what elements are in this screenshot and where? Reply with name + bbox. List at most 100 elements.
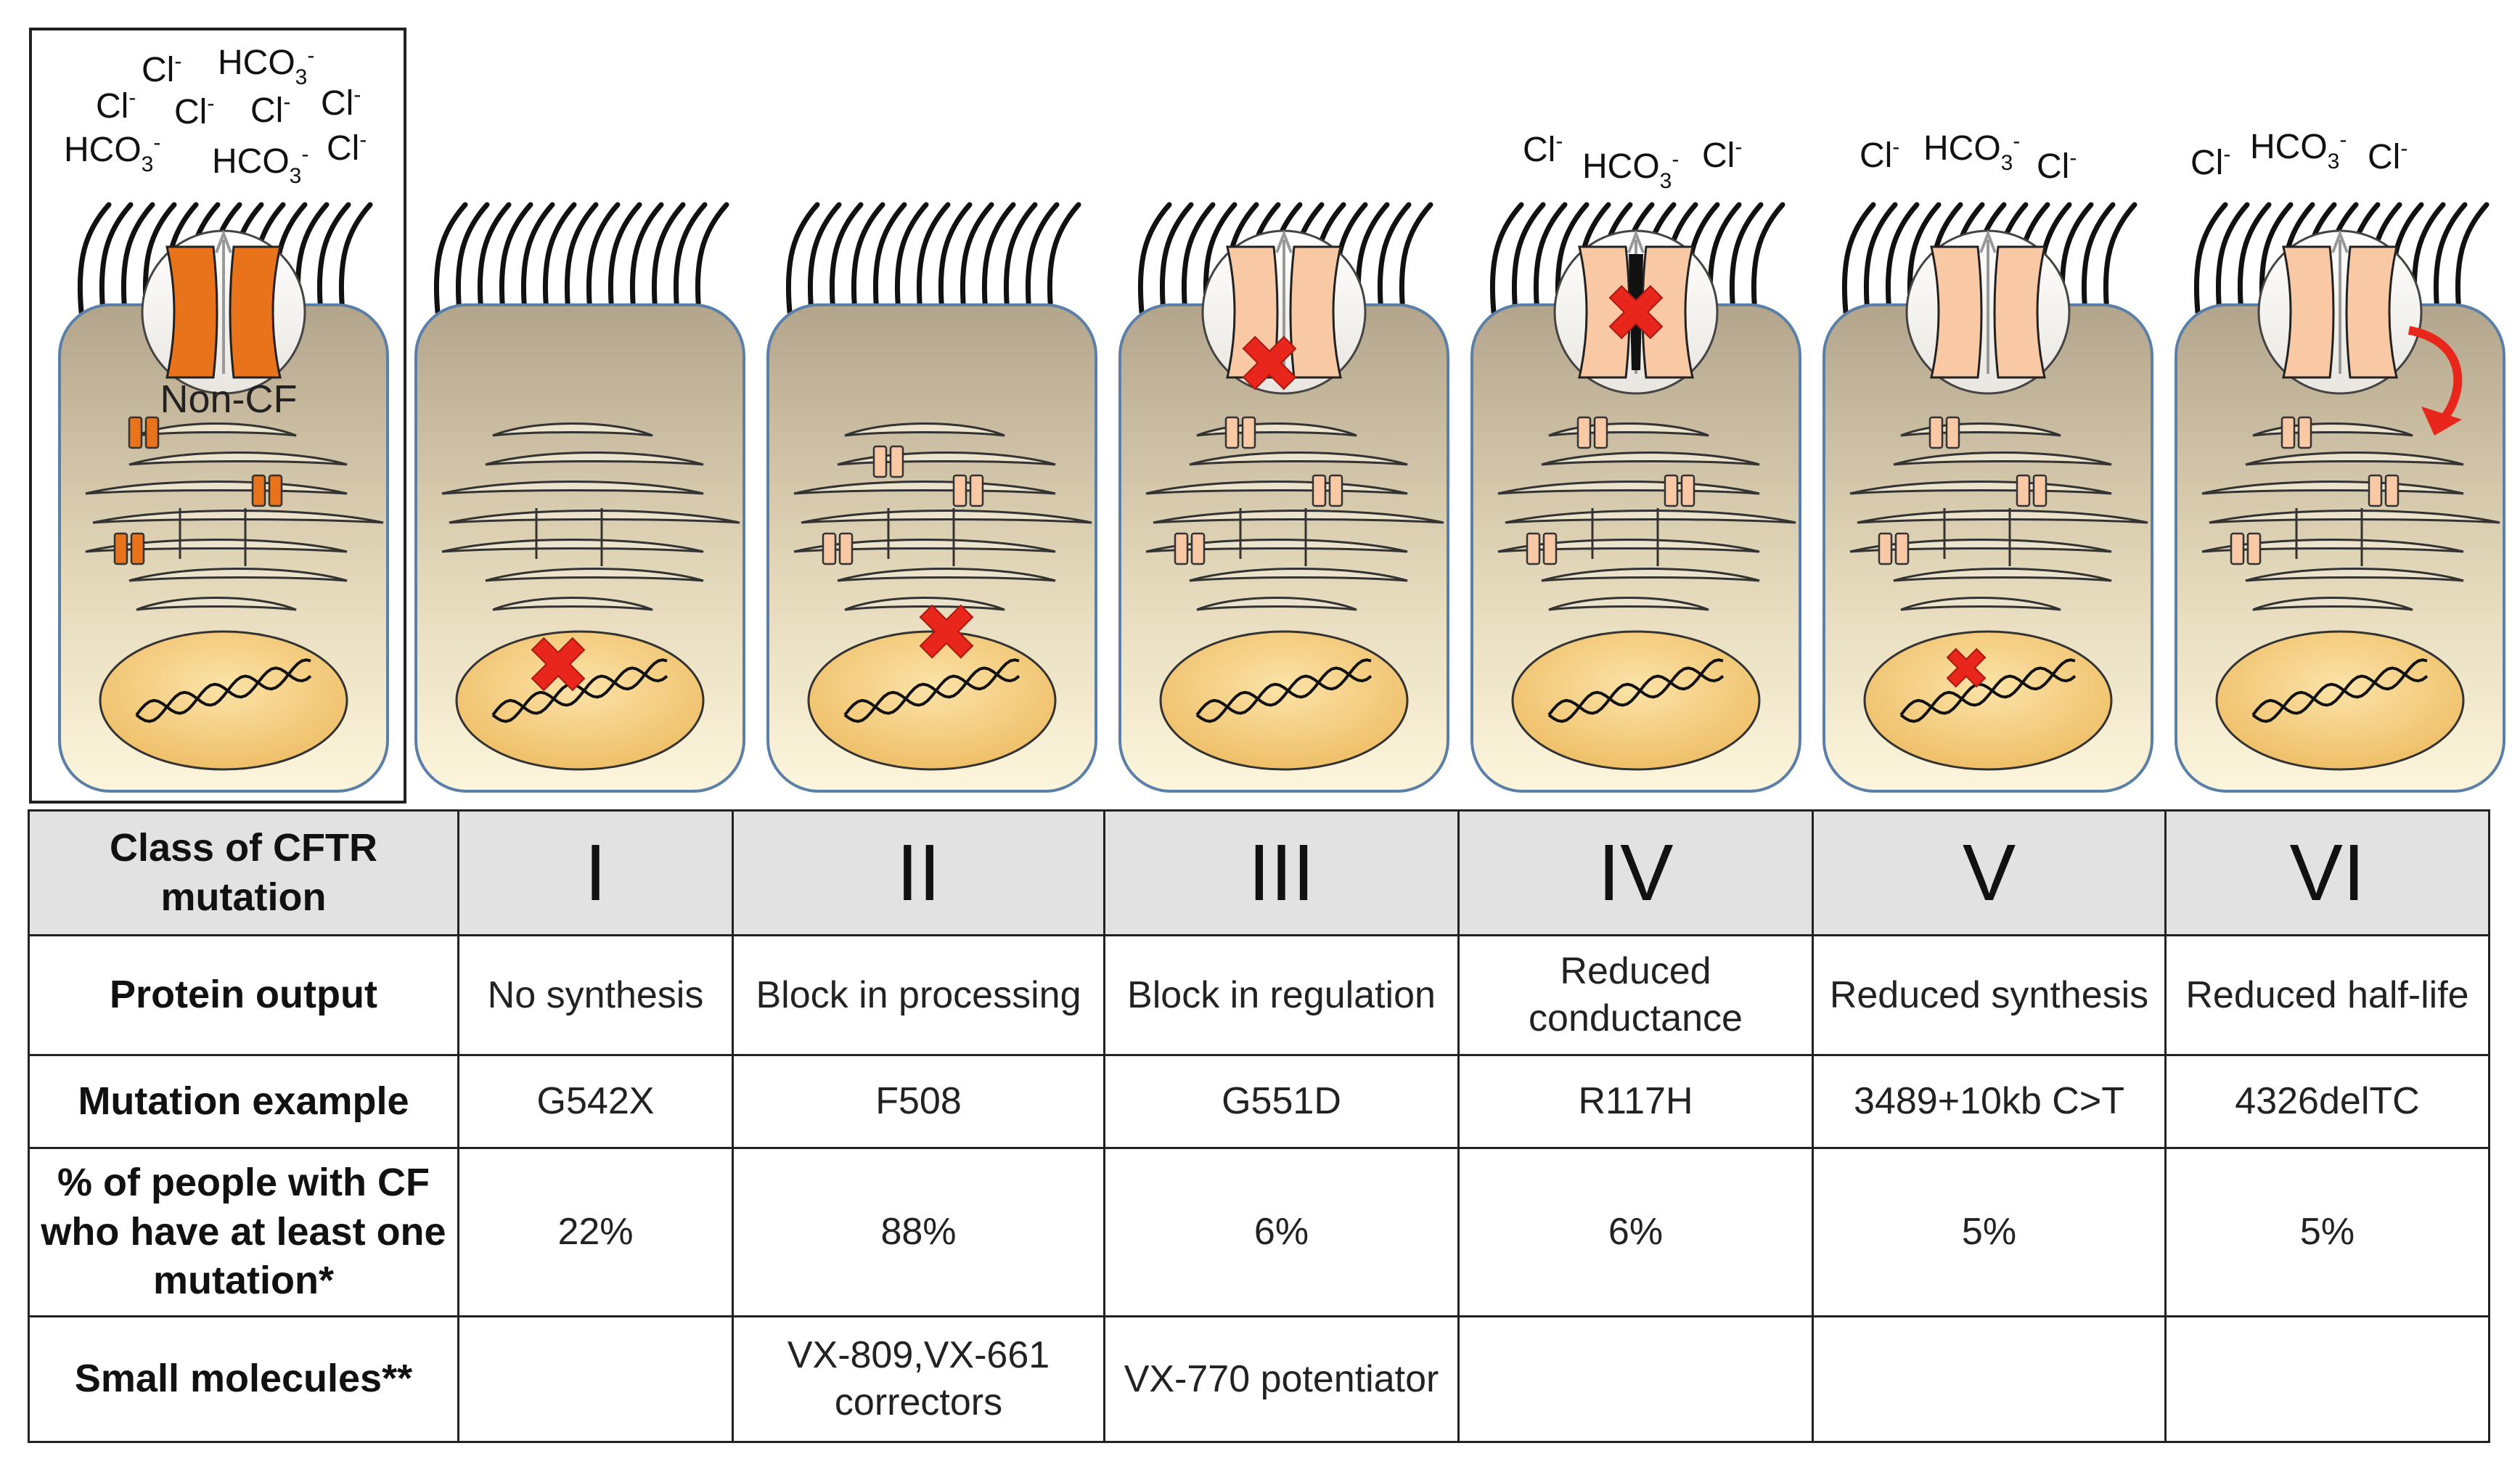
er-connection xyxy=(1943,508,2011,566)
header-row: Class of CFTR mutation I II III IV V VI xyxy=(28,809,2490,936)
dna-strand xyxy=(135,666,312,716)
chloride-ion-label: Cl- xyxy=(321,83,361,123)
cilium xyxy=(960,202,994,315)
table-cell: Block in regulation xyxy=(1103,934,1460,1056)
cilium xyxy=(1377,202,1412,315)
bicarbonate-ion-label: HCO3- xyxy=(64,131,160,176)
golgi-cisterna xyxy=(441,539,704,553)
cftr-protein-icon xyxy=(2246,532,2262,565)
cilium xyxy=(695,202,729,315)
cilium xyxy=(499,202,533,315)
table-cell: 3489+10kb C>T xyxy=(1812,1054,2167,1149)
cftr-protein-icon xyxy=(113,532,128,565)
table-cell: G542X xyxy=(457,1054,734,1149)
cftr-channel-half-icon xyxy=(1578,245,1631,379)
class-II: II xyxy=(732,809,1105,936)
cilium xyxy=(2193,202,2228,315)
cilium xyxy=(1511,202,1546,315)
cftr-channel-half-icon xyxy=(1641,245,1694,379)
cftr-protein-icon xyxy=(2032,474,2048,507)
cell-panel xyxy=(766,202,1097,793)
cell-panel xyxy=(58,202,389,793)
cftr-protein-icon xyxy=(268,474,283,507)
non-cf-label: Non-CF xyxy=(160,377,297,421)
table-cell: VX-770 potentiator xyxy=(1103,1315,1460,1443)
golgi-cisterna xyxy=(492,597,653,611)
table-cell xyxy=(1812,1315,2167,1443)
golgi-cisterna xyxy=(1196,597,1357,611)
bicarbonate-ion-label: HCO3- xyxy=(2250,128,2347,173)
dna-strand xyxy=(491,666,668,716)
cftr-protein-icon xyxy=(889,445,904,478)
golgi-cisterna xyxy=(1849,539,2112,553)
chloride-ion-label: Cl- xyxy=(1523,129,1563,169)
er-connection xyxy=(535,508,603,566)
class-V: V xyxy=(1812,809,2167,936)
cilium xyxy=(2103,202,2138,315)
dna-strand xyxy=(1195,666,1372,716)
cilium xyxy=(477,202,512,315)
table-cell: 88% xyxy=(732,1147,1105,1317)
dna-strand xyxy=(135,658,311,723)
cftr-protein-icon xyxy=(1312,474,1327,507)
golgi-cisterna xyxy=(1893,451,2112,466)
table-cell: 22% xyxy=(457,1147,734,1317)
cftr-protein-icon xyxy=(2230,532,2245,565)
row-header-protein-output: Protein output xyxy=(28,934,459,1056)
cell-panels xyxy=(58,202,2505,793)
chloride-ion-label: Cl- xyxy=(96,86,136,126)
mutation-cross-icon xyxy=(1608,285,1664,340)
cell-panel xyxy=(1822,202,2153,793)
recycling-arrow-icon xyxy=(2408,326,2463,424)
nucleus xyxy=(1863,630,2113,771)
class-IV: IV xyxy=(1457,809,1814,936)
golgi-cisterna xyxy=(441,481,704,495)
nucleus xyxy=(1159,630,1409,771)
golgi-cisterna xyxy=(492,422,653,437)
cilium xyxy=(77,202,112,315)
cilium xyxy=(608,202,642,315)
cilium xyxy=(1025,202,1060,315)
bicarbonate-ion-label: HCO3- xyxy=(218,44,314,89)
cilium xyxy=(1729,202,1764,315)
mutation-cross-icon xyxy=(919,604,974,659)
ion-flow-arrow-icon xyxy=(215,229,232,374)
row-header-small-molecules: Small molecules** xyxy=(28,1315,459,1443)
cftr-protein-icon xyxy=(1878,532,1893,565)
cftr-protein-icon xyxy=(2297,416,2312,449)
cftr-channel-half-icon xyxy=(1289,245,1342,379)
cilium xyxy=(316,202,351,315)
bicarbonate-ion-label: HCO3- xyxy=(1923,129,2020,175)
table-cell: No synthesis xyxy=(457,934,734,1056)
cftr-protein-icon xyxy=(969,474,984,507)
golgi-cisterna xyxy=(85,539,348,553)
cftr-channel-half-icon xyxy=(2345,245,2398,379)
cilium xyxy=(673,202,708,315)
cilium xyxy=(433,202,468,315)
mutation-cross-icon xyxy=(1946,647,1987,688)
golgi-cisterna xyxy=(1548,597,1709,611)
dna-strand xyxy=(2251,666,2429,716)
cftr-cell-diagram: Cl-HCO3-Cl-Cl-Cl-Cl-HCO3-HCO3-Cl-Cl-HCO3… xyxy=(29,28,2505,804)
cftr-protein-icon xyxy=(128,416,143,449)
cftr-protein-icon xyxy=(1593,416,1608,449)
dna-strand xyxy=(2251,658,2428,723)
cilium xyxy=(785,202,820,315)
chloride-ion-label: Cl- xyxy=(142,49,181,89)
cftr-protein-icon xyxy=(1174,532,1189,565)
er-connection xyxy=(887,508,955,566)
table-cell xyxy=(1457,1315,1814,1443)
cftr-channel-half-icon xyxy=(2282,245,2335,379)
ion-flow-arrow-icon xyxy=(2331,229,2349,374)
table-cell: 6% xyxy=(1103,1147,1460,1317)
cilium xyxy=(542,202,577,315)
cilium xyxy=(894,202,929,315)
golgi-cisterna xyxy=(1893,568,2112,582)
er-connection xyxy=(1591,508,1659,566)
cftr-protein-icon xyxy=(1328,474,1343,507)
table-cell: 5% xyxy=(1812,1147,2167,1317)
table-cell xyxy=(2164,1315,2490,1443)
er-connection xyxy=(179,508,247,566)
golgi-cisterna xyxy=(793,539,1056,553)
cftr-channel-half-icon xyxy=(229,245,282,379)
